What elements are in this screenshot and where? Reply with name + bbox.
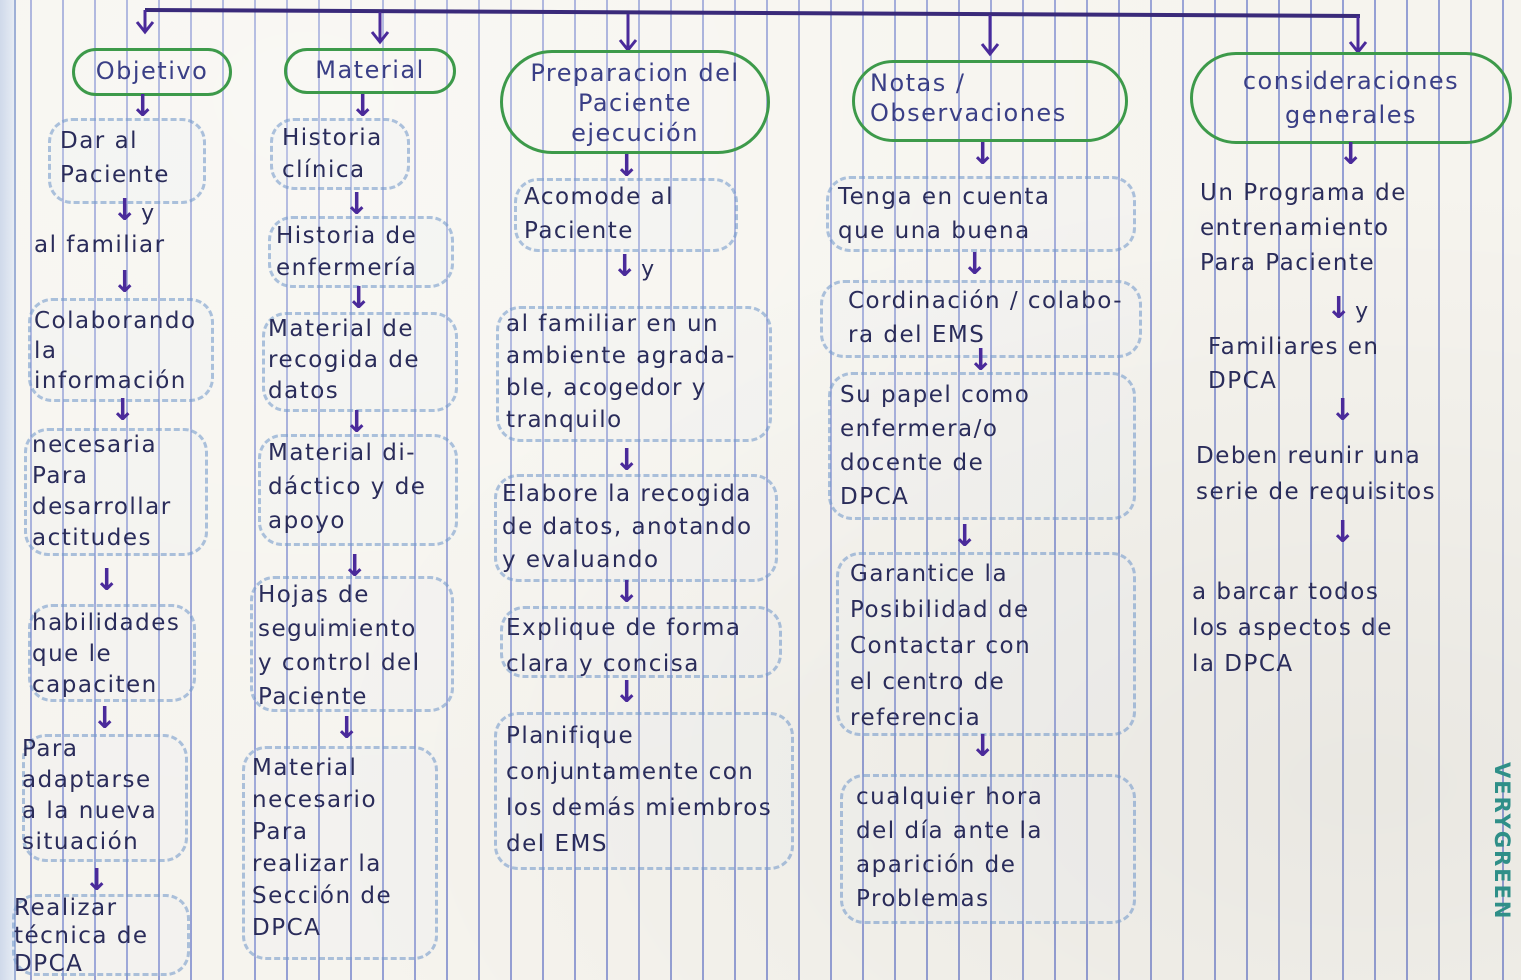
objetivo-item-7: Realizar técnica de DPCA	[14, 895, 149, 977]
material-item-5: Hojas de seguimiento y control del Pacie…	[258, 582, 421, 710]
arrow-down-icon: ↓	[1330, 393, 1356, 428]
arrow-down-icon: ↓	[130, 89, 156, 124]
arrow-down-icon: ↓	[970, 729, 996, 764]
objetivo-item-4: necesaria Para desarrollar actitudes	[32, 432, 172, 551]
preparacion-cloud-2	[496, 306, 772, 442]
preparacion-item-3: Elabore la recogida de datos, anotando y…	[502, 481, 753, 573]
objetivo-cloud-3	[28, 298, 214, 402]
arrow-down-icon: ↓	[344, 405, 370, 440]
arrow-down-y-icon: ↓y	[1326, 291, 1369, 326]
arrow-down-icon: ↓	[94, 563, 120, 598]
material-item-6: Material necesario Para realizar la Secc…	[252, 755, 393, 941]
preparacion-item-5: Planifique conjuntamente con los demás m…	[506, 723, 773, 857]
arrow-down-icon: ↓	[614, 575, 640, 610]
preparacion-header-oval	[500, 50, 770, 154]
objetivo-cloud-1	[48, 118, 206, 204]
notas-item-3: Su papel como enfermera/o docente de DPC…	[840, 382, 1031, 510]
objetivo-item-3: Colaborando la información	[34, 308, 197, 394]
notas-cloud-5	[840, 774, 1136, 924]
notas-item-2: Cordinación / colabo- ra del EMS	[848, 288, 1123, 348]
preparacion-item-2: al familiar en un ambiente agrada- ble, …	[506, 311, 736, 433]
arrow-down-icon: ↓	[92, 701, 118, 736]
notas-item-1: Tenga en cuenta que una buena	[838, 184, 1051, 244]
page-edge	[0, 0, 16, 980]
material-cloud-2	[268, 216, 454, 288]
material-header: Material	[315, 56, 425, 84]
arrow-down-icon: ↓	[970, 137, 996, 172]
consideraciones-header-oval	[1190, 52, 1512, 144]
notas-header-oval	[852, 60, 1128, 142]
arrow-down-icon: ↓	[344, 187, 370, 222]
material-item-4: Material di- dáctico y de apoyo	[268, 440, 427, 534]
consideraciones-header: consideraciones generales	[1242, 67, 1460, 129]
material-item-1: Historia clínica	[282, 125, 383, 183]
material-item-3: Material de recogida de datos	[268, 316, 421, 404]
material-header-oval	[284, 48, 456, 94]
material-cloud-1	[270, 118, 410, 190]
arrow-down-icon: ↓	[1338, 137, 1364, 172]
preparacion-item-4: Explique de forma clara y concisa	[506, 615, 742, 677]
notas-cloud-1	[826, 176, 1136, 252]
arrow-down-icon: ↓	[112, 265, 138, 300]
brand-watermark: VERYGREEN	[1490, 762, 1514, 921]
arrow-down-icon: ↓	[110, 393, 136, 428]
arrow-down-icon: ↓	[84, 863, 110, 898]
notas-item-5: cualquier hora del día ante la aparición…	[856, 784, 1044, 912]
objetivo-item-2: al familiar	[34, 232, 166, 258]
arrow-down-y-icon: ↓y	[112, 193, 155, 228]
preparacion-cloud-4	[500, 606, 782, 678]
arrow-down-icon: ↓	[968, 343, 994, 378]
arrow-down-icon: ↓	[1330, 515, 1356, 550]
arrow-down-icon: ↓	[350, 89, 376, 124]
arrow-down-icon: ↓	[962, 247, 988, 282]
material-item-2: Historia de enfermería	[276, 223, 418, 281]
arrow-down-icon: ↓	[614, 149, 640, 184]
material-cloud-5	[250, 576, 454, 712]
arrow-down-icon: ↓	[334, 711, 360, 746]
material-cloud-6	[242, 746, 438, 960]
objetivo-item-6: Para adaptarse a la nueva situación	[22, 736, 158, 855]
consideraciones-item-3: Deben reunir una serie de requisitos	[1196, 443, 1437, 505]
notas-header: Notas / Observaciones	[870, 69, 1067, 127]
notas-item-4: Garantice la Posibilidad de Contactar co…	[850, 561, 1032, 731]
objetivo-cloud-7	[12, 894, 190, 976]
consideraciones-item-2: Familiares en DPCA	[1208, 334, 1380, 394]
notas-cloud-3	[828, 372, 1136, 520]
arrow-down-icon: ↓	[614, 675, 640, 710]
objetivo-header: Objetivo	[95, 57, 209, 85]
objetivo-item-5: habilidades que le capaciten	[32, 610, 181, 698]
objetivo-cloud-4	[24, 428, 208, 556]
objetivo-cloud-6	[22, 734, 188, 862]
arrow-down-icon: ↓	[346, 281, 372, 316]
arrow-down-y-icon: ↓y	[612, 249, 655, 284]
preparacion-cloud-5	[494, 712, 794, 870]
notas-cloud-2	[820, 280, 1142, 358]
consideraciones-item-4: a barcar todos los aspectos de la DPCA	[1192, 579, 1393, 677]
material-cloud-3	[262, 312, 458, 412]
preparacion-cloud-3	[494, 474, 778, 582]
preparacion-cloud-1	[514, 178, 738, 252]
objetivo-cloud-5	[28, 604, 196, 702]
consideraciones-item-1: Un Programa de entrenamiento Para Pacien…	[1200, 180, 1407, 276]
objetivo-item-1: Dar al Paciente	[60, 128, 170, 188]
arrow-down-icon: ↓	[614, 443, 640, 478]
arrow-down-icon: ↓	[952, 519, 978, 554]
material-cloud-4	[258, 434, 458, 546]
objetivo-header-oval	[72, 48, 232, 96]
notas-cloud-4	[836, 552, 1136, 736]
preparacion-item-1: Acomode al Paciente	[524, 184, 675, 244]
preparacion-header: Preparacion del Paciente ejecución	[530, 59, 740, 147]
